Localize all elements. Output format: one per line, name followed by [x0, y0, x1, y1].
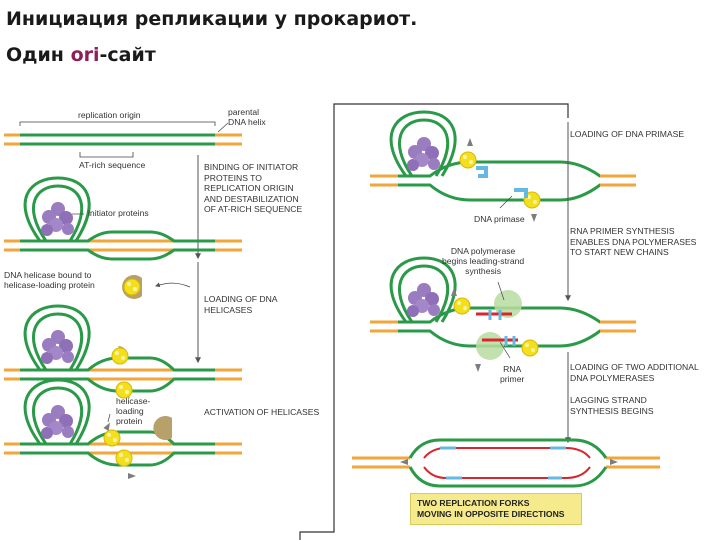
- loading-primase-label: LOADING OF DNA PRIMASE: [570, 129, 685, 139]
- two-forks-structure: [352, 438, 660, 488]
- loader-leader: [107, 413, 111, 423]
- activation-helicases-label: ACTIVATION OF HELICASES: [204, 407, 320, 417]
- rna-primer-leader: [499, 341, 511, 359]
- binding-step-label: BINDING OF INITIATOR PROTEINS TO REPLICA…: [204, 162, 303, 214]
- initiator-proteins-label: initiator proteins: [88, 208, 149, 218]
- polymerase-begins-label: DNA polymerase begins leading-strand syn…: [442, 246, 525, 276]
- title-suffix: -сайт: [99, 44, 156, 66]
- at-rich-bracket: [79, 152, 134, 158]
- origin-bracket: [19, 121, 216, 126]
- at-rich-label: AT-rich sequence: [79, 160, 146, 170]
- column-connector: [299, 103, 569, 540]
- rna-primer-label: RNA primer: [500, 364, 525, 384]
- helicase-loading-protein-label: helicase- loading protein: [116, 396, 151, 426]
- helicase-bound-label: DNA helicase bound to helicase-loading p…: [4, 270, 95, 290]
- helicase-activation-structure: [4, 378, 242, 479]
- title-ori-highlight: ori: [70, 44, 100, 66]
- helicase-loaded-structure: [4, 304, 242, 399]
- helicase-loader-complex: [122, 275, 142, 299]
- replication-origin-label: replication origin: [78, 110, 141, 120]
- parental-helix-label: parental DNA helix: [228, 107, 266, 127]
- leading-strand-structure: [370, 256, 636, 372]
- primase-loading-structure: [370, 110, 636, 222]
- dna-primase-label: DNA primase: [474, 214, 525, 224]
- slide-title-line-1: Инициация репликации у прокариот.: [6, 8, 417, 30]
- title-text-1: Инициация репликации у прокариот.: [6, 8, 418, 30]
- title-prefix: Один: [6, 44, 71, 66]
- loader-arrow: [155, 282, 191, 288]
- loading-two-polymerases-label: LOADING OF TWO ADDITIONAL DNA POLYMERASE…: [570, 362, 699, 383]
- two-forks-caption: TWO REPLICATION FORKS MOVING IN OPPOSITE…: [410, 493, 582, 525]
- parental-dna-helix: [4, 133, 242, 146]
- parental-leader: [217, 122, 229, 133]
- slide-title-line-2: Один ori-сайт: [6, 44, 156, 66]
- loading-helicases-label: LOADING OF DNA HELICASES: [204, 294, 278, 315]
- polymerase-leader: [497, 281, 505, 301]
- lagging-strand-label: LAGGING STRAND SYNTHESIS BEGINS: [570, 395, 654, 416]
- rna-primer-synthesis-label: RNA PRIMER SYNTHESIS ENABLES DNA POLYMER…: [570, 226, 697, 257]
- primase-leader: [499, 195, 513, 209]
